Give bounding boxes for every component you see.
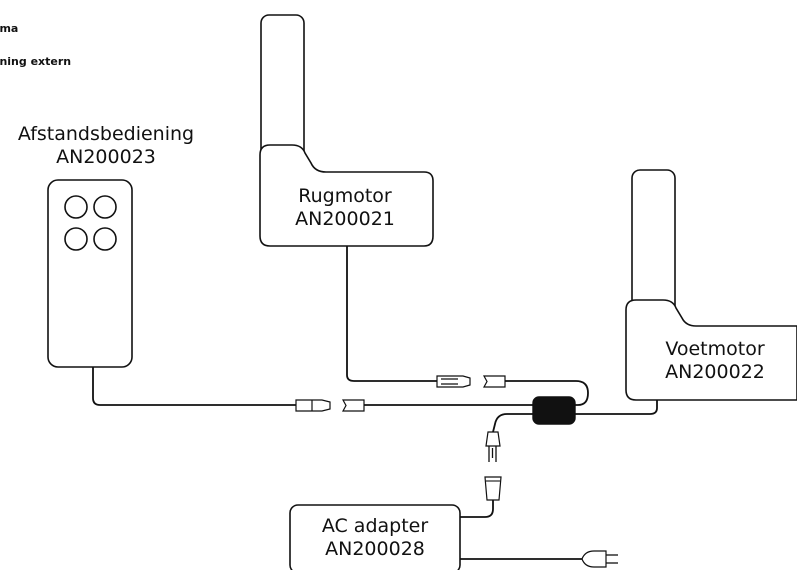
junction-box — [532, 396, 576, 425]
ac-adapter-name: AC adapter — [322, 515, 429, 537]
header-line-2: ening extern — [0, 55, 72, 68]
back-motor-name: Rugmotor — [298, 185, 392, 207]
remote-button-2 — [93, 195, 117, 219]
remote-cable — [92, 367, 296, 406]
remote-code: AN200023 — [56, 146, 156, 168]
remote-control — [47, 179, 133, 368]
ac-adapter — [289, 504, 461, 570]
foot-motor-housing — [625, 299, 797, 401]
remote-body — [47, 179, 133, 368]
remote-button-3 — [64, 227, 88, 251]
remote-name: Afstandsbediening — [18, 123, 194, 145]
mains-plug — [581, 550, 618, 568]
back-motor-code: AN200021 — [295, 208, 395, 230]
back-motor-cable-to-box — [505, 380, 589, 406]
remote-button-4 — [93, 227, 117, 251]
back-motor-cable — [346, 246, 437, 382]
wiring — [92, 246, 658, 560]
foot-motor-code: AN200022 — [665, 361, 765, 383]
back-motor-housing — [259, 144, 434, 247]
connector-adapter — [484, 431, 502, 501]
foot-motor-cable — [575, 400, 658, 415]
header-line-1: ema — [0, 22, 19, 35]
plug-icon — [581, 550, 607, 568]
connector-back-motor — [436, 375, 506, 388]
ac-adapter-body — [289, 504, 461, 570]
foot-motor-name: Voetmotor — [665, 338, 764, 360]
foot-motor — [625, 169, 797, 401]
connector-remote — [295, 399, 365, 412]
plug-to-adapter-cable — [460, 500, 494, 518]
ac-adapter-code: AN200028 — [325, 538, 425, 560]
remote-button-1 — [64, 195, 88, 219]
back-motor — [259, 14, 434, 247]
junction-to-plug-cable — [492, 413, 533, 433]
